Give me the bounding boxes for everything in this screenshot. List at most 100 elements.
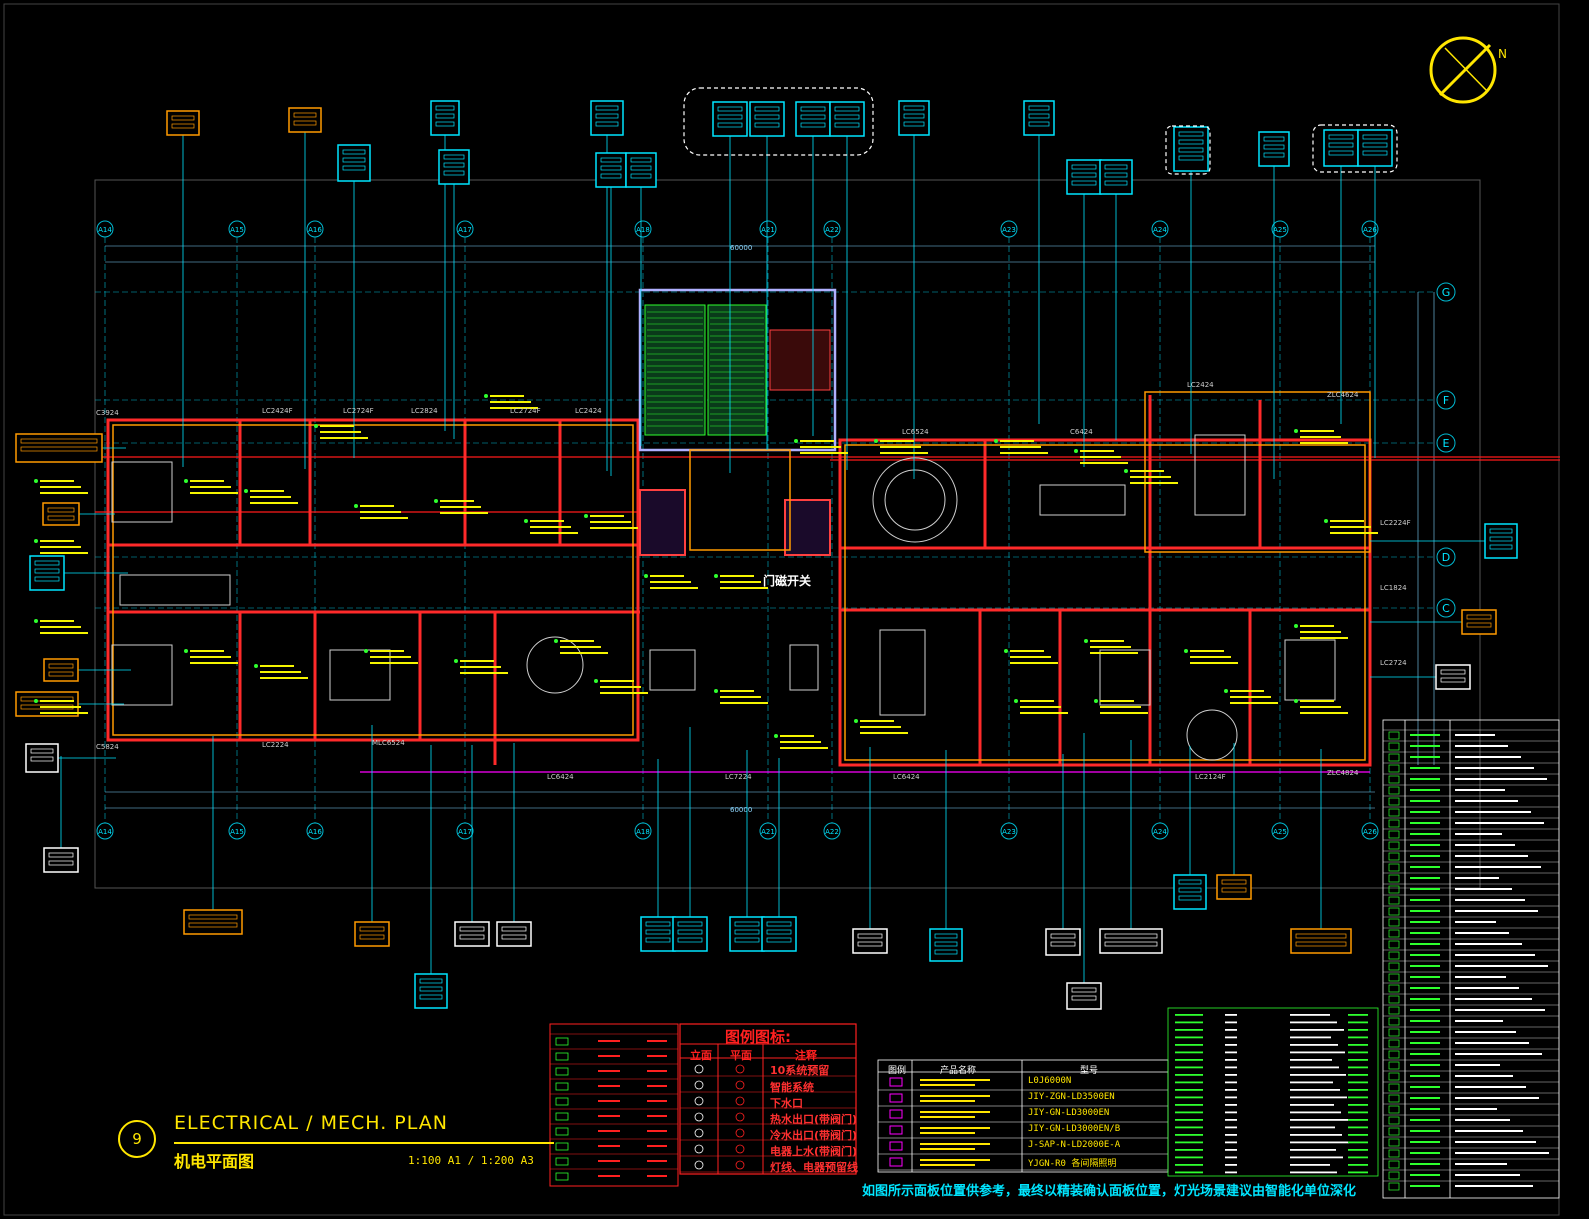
spec-text-stroke	[1290, 1119, 1348, 1121]
notes-symbol-icon	[1388, 962, 1400, 971]
annotation-text	[1300, 631, 1341, 633]
annotation-text	[860, 732, 908, 734]
product-head-legend: 图例	[888, 1066, 907, 1076]
notes-text-stroke	[1410, 965, 1440, 967]
panel-key	[459, 934, 485, 940]
device-symbol	[854, 719, 858, 723]
grid-label: A26	[1363, 226, 1377, 234]
panel-key	[595, 113, 619, 119]
notes-text-stroke	[1410, 954, 1440, 956]
product-name-stroke	[920, 1143, 990, 1145]
panel-key	[1071, 987, 1097, 993]
legend-symbol-icon	[555, 1082, 569, 1091]
notes-text-stroke	[1410, 888, 1440, 890]
annotation-text	[440, 500, 474, 502]
notes-text-stroke	[1455, 767, 1534, 769]
annotation-text	[1300, 430, 1334, 432]
panel-key	[1489, 536, 1513, 542]
grid-label: A14	[98, 226, 112, 234]
spec-text-stroke	[1290, 1126, 1335, 1129]
annotation-text	[1080, 450, 1114, 452]
notes-symbol-icon	[1388, 951, 1400, 960]
grid-bubble	[1436, 598, 1456, 618]
annotation-text	[40, 632, 88, 634]
notes-text-stroke	[1455, 932, 1509, 934]
legend-row: 电器上水(带阀门)	[770, 1145, 858, 1158]
device-symbol	[354, 504, 358, 508]
legend-text-stroke	[598, 1160, 620, 1162]
product-name-stroke	[920, 1127, 990, 1129]
notes-symbol-icon	[1388, 852, 1400, 861]
panel-key	[1221, 879, 1247, 885]
panel-key	[1489, 528, 1513, 534]
legend-symbol-icon	[555, 1172, 569, 1181]
notes-symbol-icon	[1388, 775, 1400, 784]
notes-text-stroke	[1455, 1020, 1503, 1022]
switch-panel-icon	[898, 100, 930, 136]
panel-key	[834, 114, 860, 120]
notes-text-stroke	[1455, 877, 1499, 879]
notes-symbol-icon	[1388, 764, 1400, 773]
annotation-text	[1010, 662, 1058, 664]
device-symbol	[1074, 449, 1078, 453]
legend-row: 智能系统	[770, 1081, 814, 1094]
grid-label: A22	[825, 226, 839, 234]
panel-key	[48, 852, 74, 858]
device-symbol	[34, 479, 38, 483]
panel-key	[1440, 677, 1466, 683]
annotation-text	[530, 532, 578, 534]
notes-text-stroke	[1410, 1174, 1440, 1176]
spec-text-stroke	[1175, 1081, 1203, 1084]
device-symbol	[244, 489, 248, 493]
notes-text-stroke	[1455, 855, 1528, 857]
grid-bubble	[1361, 822, 1379, 840]
panel-key	[342, 157, 366, 163]
notes-symbol-icon	[1388, 1116, 1400, 1125]
grid-bubble	[96, 220, 114, 238]
dimension-lines	[105, 245, 1435, 809]
spec-text-stroke	[1175, 1156, 1203, 1159]
annotation-text	[1300, 706, 1341, 708]
panel-key	[717, 106, 743, 112]
panel-key	[34, 568, 60, 574]
product-symbol-icon	[889, 1077, 903, 1087]
notes-symbol-icon	[1388, 885, 1400, 894]
legend-table	[549, 1023, 857, 1187]
product-code: JIY-GN-LD3000EN	[1028, 1108, 1110, 1118]
switch-panel-icon	[1066, 982, 1102, 1010]
panel-key	[834, 122, 860, 128]
notes-text-stroke	[1455, 756, 1521, 758]
annotation-text	[880, 452, 928, 454]
spec-table	[1167, 1007, 1379, 1177]
switch-panel-icon	[829, 101, 865, 137]
window-label: LC2824	[411, 407, 438, 415]
switch-panel-icon	[1323, 129, 1359, 167]
annotation-text	[190, 480, 224, 482]
panel-key	[734, 937, 760, 943]
panel-key	[443, 154, 465, 160]
spec-text-stroke	[1348, 1171, 1368, 1174]
device-symbol	[774, 734, 778, 738]
spec-text-stroke	[1348, 1059, 1368, 1061]
product-name-stroke	[920, 1095, 990, 1097]
panel-key	[1263, 144, 1285, 150]
panel-key	[435, 113, 455, 119]
annotation-text	[590, 521, 631, 523]
annotation-text	[40, 620, 74, 622]
switch-panel-icon	[795, 101, 831, 137]
spec-text-stroke	[1348, 1051, 1368, 1054]
panel-key	[1328, 142, 1354, 148]
grid-label: A25	[1273, 226, 1287, 234]
annotation-text	[1230, 702, 1278, 704]
drawing-frame	[94, 179, 1481, 889]
panel-frame	[1173, 126, 1209, 172]
notes-text-stroke	[1455, 800, 1518, 802]
grid-label: A25	[1273, 828, 1287, 836]
panel-key	[1178, 139, 1204, 145]
panel-key	[645, 929, 671, 935]
legend-symbol-icon	[694, 1128, 704, 1138]
switch-panel-icon	[749, 101, 785, 137]
spec-text-stroke	[1348, 1156, 1368, 1159]
panel-key	[766, 937, 792, 943]
switch-panel-icon	[640, 916, 676, 952]
